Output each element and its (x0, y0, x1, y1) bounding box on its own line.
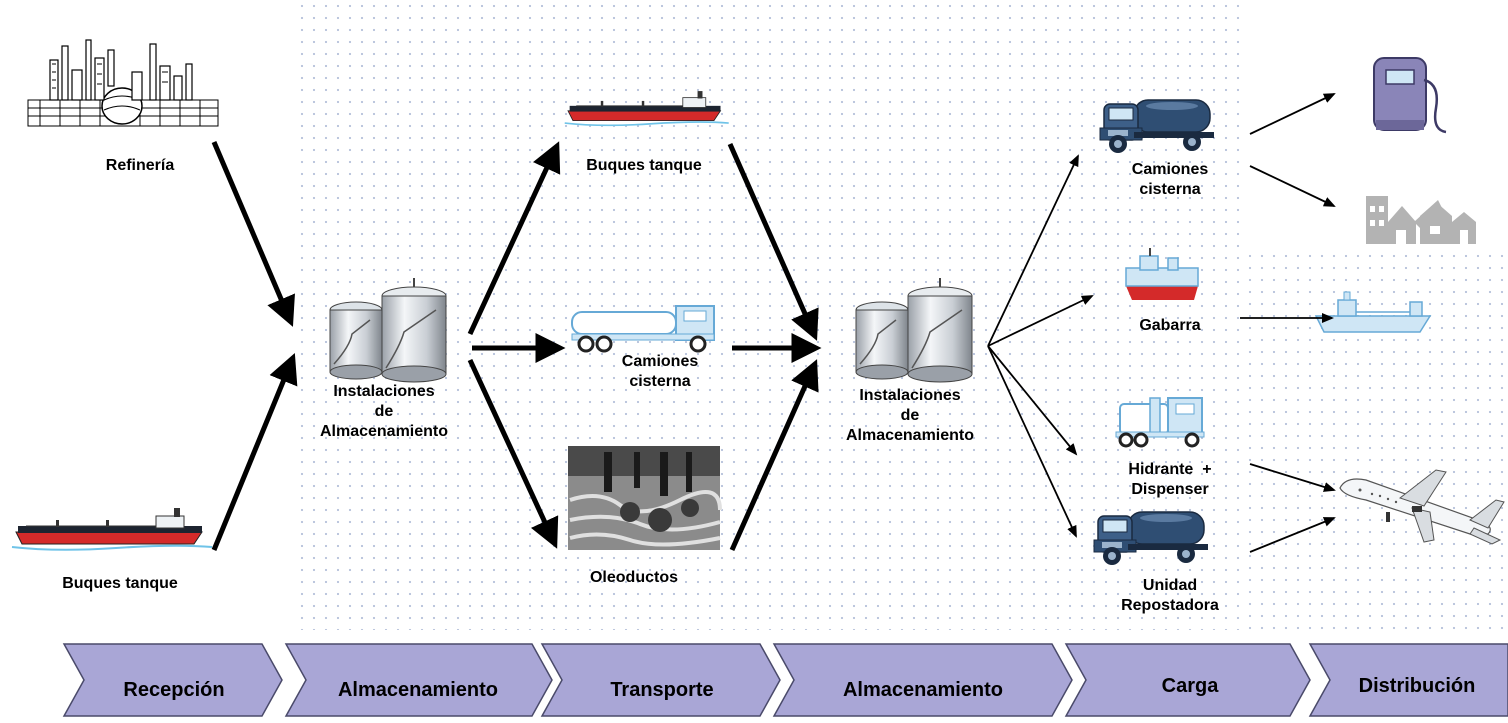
label-line: Unidad (1142, 577, 1198, 594)
pipeline-photo-icon (568, 446, 722, 550)
label-unidad-repostadora: Unidad Repostadora (1090, 576, 1250, 616)
label-instalaciones-almacenamiento-2: Instalaciones de Almacenamiento (820, 386, 1000, 446)
label-refineria: Refinería (105, 157, 175, 174)
label-line: Camiones (621, 353, 699, 370)
label-line: de (374, 403, 394, 420)
stage-chevron-recepcion (62, 643, 283, 717)
tanker-ship-icon (11, 507, 213, 551)
label-line: de (900, 407, 920, 424)
label-line: Instalaciones (859, 387, 961, 404)
stage-label-transporte: Transporte (610, 679, 714, 701)
dotted-background-main (296, 0, 1244, 630)
label-line: Hidrante + (1128, 461, 1212, 478)
label-oleoductos: Oleoductos (589, 569, 678, 586)
tank-truck-icon (1099, 99, 1215, 154)
airplane-icon (1339, 469, 1505, 545)
label-line: Instalaciones (333, 383, 435, 400)
hydrant-dispenser-icon (1115, 397, 1205, 448)
stage-chevron-transporte (540, 643, 781, 717)
stage-chevron-almacenamiento-2 (772, 643, 1073, 717)
dotted-background-right (1244, 250, 1508, 630)
ship-icon (1314, 291, 1432, 333)
stage-chevron-distribucion (1308, 643, 1508, 717)
storage-tanks-icon (329, 277, 447, 383)
label-buques-tanque-transporte: Buques tanque (586, 157, 702, 174)
stage-label-recepcion: Recepción (123, 679, 225, 701)
stage-label-distribucion: Distribución (1358, 675, 1476, 697)
barge-icon (1125, 248, 1199, 300)
label-line: Camiones (1131, 161, 1209, 178)
fuel-pump-icon (1373, 57, 1447, 134)
stage-label-almacenamiento-1: Almacenamiento (337, 679, 499, 701)
stage-chevron-carga (1064, 643, 1311, 717)
label-line: Almacenamiento (319, 423, 449, 440)
label-hidrante-dispenser: Hidrante + Dispenser (1090, 460, 1250, 500)
tanker-ship-icon (563, 90, 730, 127)
stage-label-almacenamiento-2: Almacenamiento (842, 679, 1004, 701)
stage-chevron-almacenamiento-1 (284, 643, 553, 717)
process-stages (62, 643, 1508, 717)
buildings-icon (1366, 196, 1476, 244)
flow-arrows (211, 141, 822, 552)
refinery-icon (27, 39, 219, 127)
label-gabarra: Gabarra (1139, 317, 1201, 334)
label-camiones-cisterna-transporte: Camiones cisterna (590, 352, 730, 392)
label-buques-tanque-recepcion: Buques tanque (62, 575, 178, 592)
label-line: cisterna (1139, 181, 1201, 198)
label-line: Repostadora (1121, 597, 1219, 614)
tank-truck-icon (570, 304, 716, 353)
label-line: Almacenamiento (845, 427, 975, 444)
label-camiones-cisterna-carga: Camiones cisterna (1100, 160, 1240, 200)
label-line: Dispenser (1131, 481, 1209, 498)
storage-tanks-icon (855, 277, 973, 383)
refueling-unit-icon (1093, 511, 1209, 566)
label-line: cisterna (629, 373, 691, 390)
label-instalaciones-almacenamiento-1: Instalaciones de Almacenamiento (294, 382, 474, 442)
stage-label-carga: Carga (1161, 675, 1219, 697)
distribution-arrows (987, 93, 1336, 553)
